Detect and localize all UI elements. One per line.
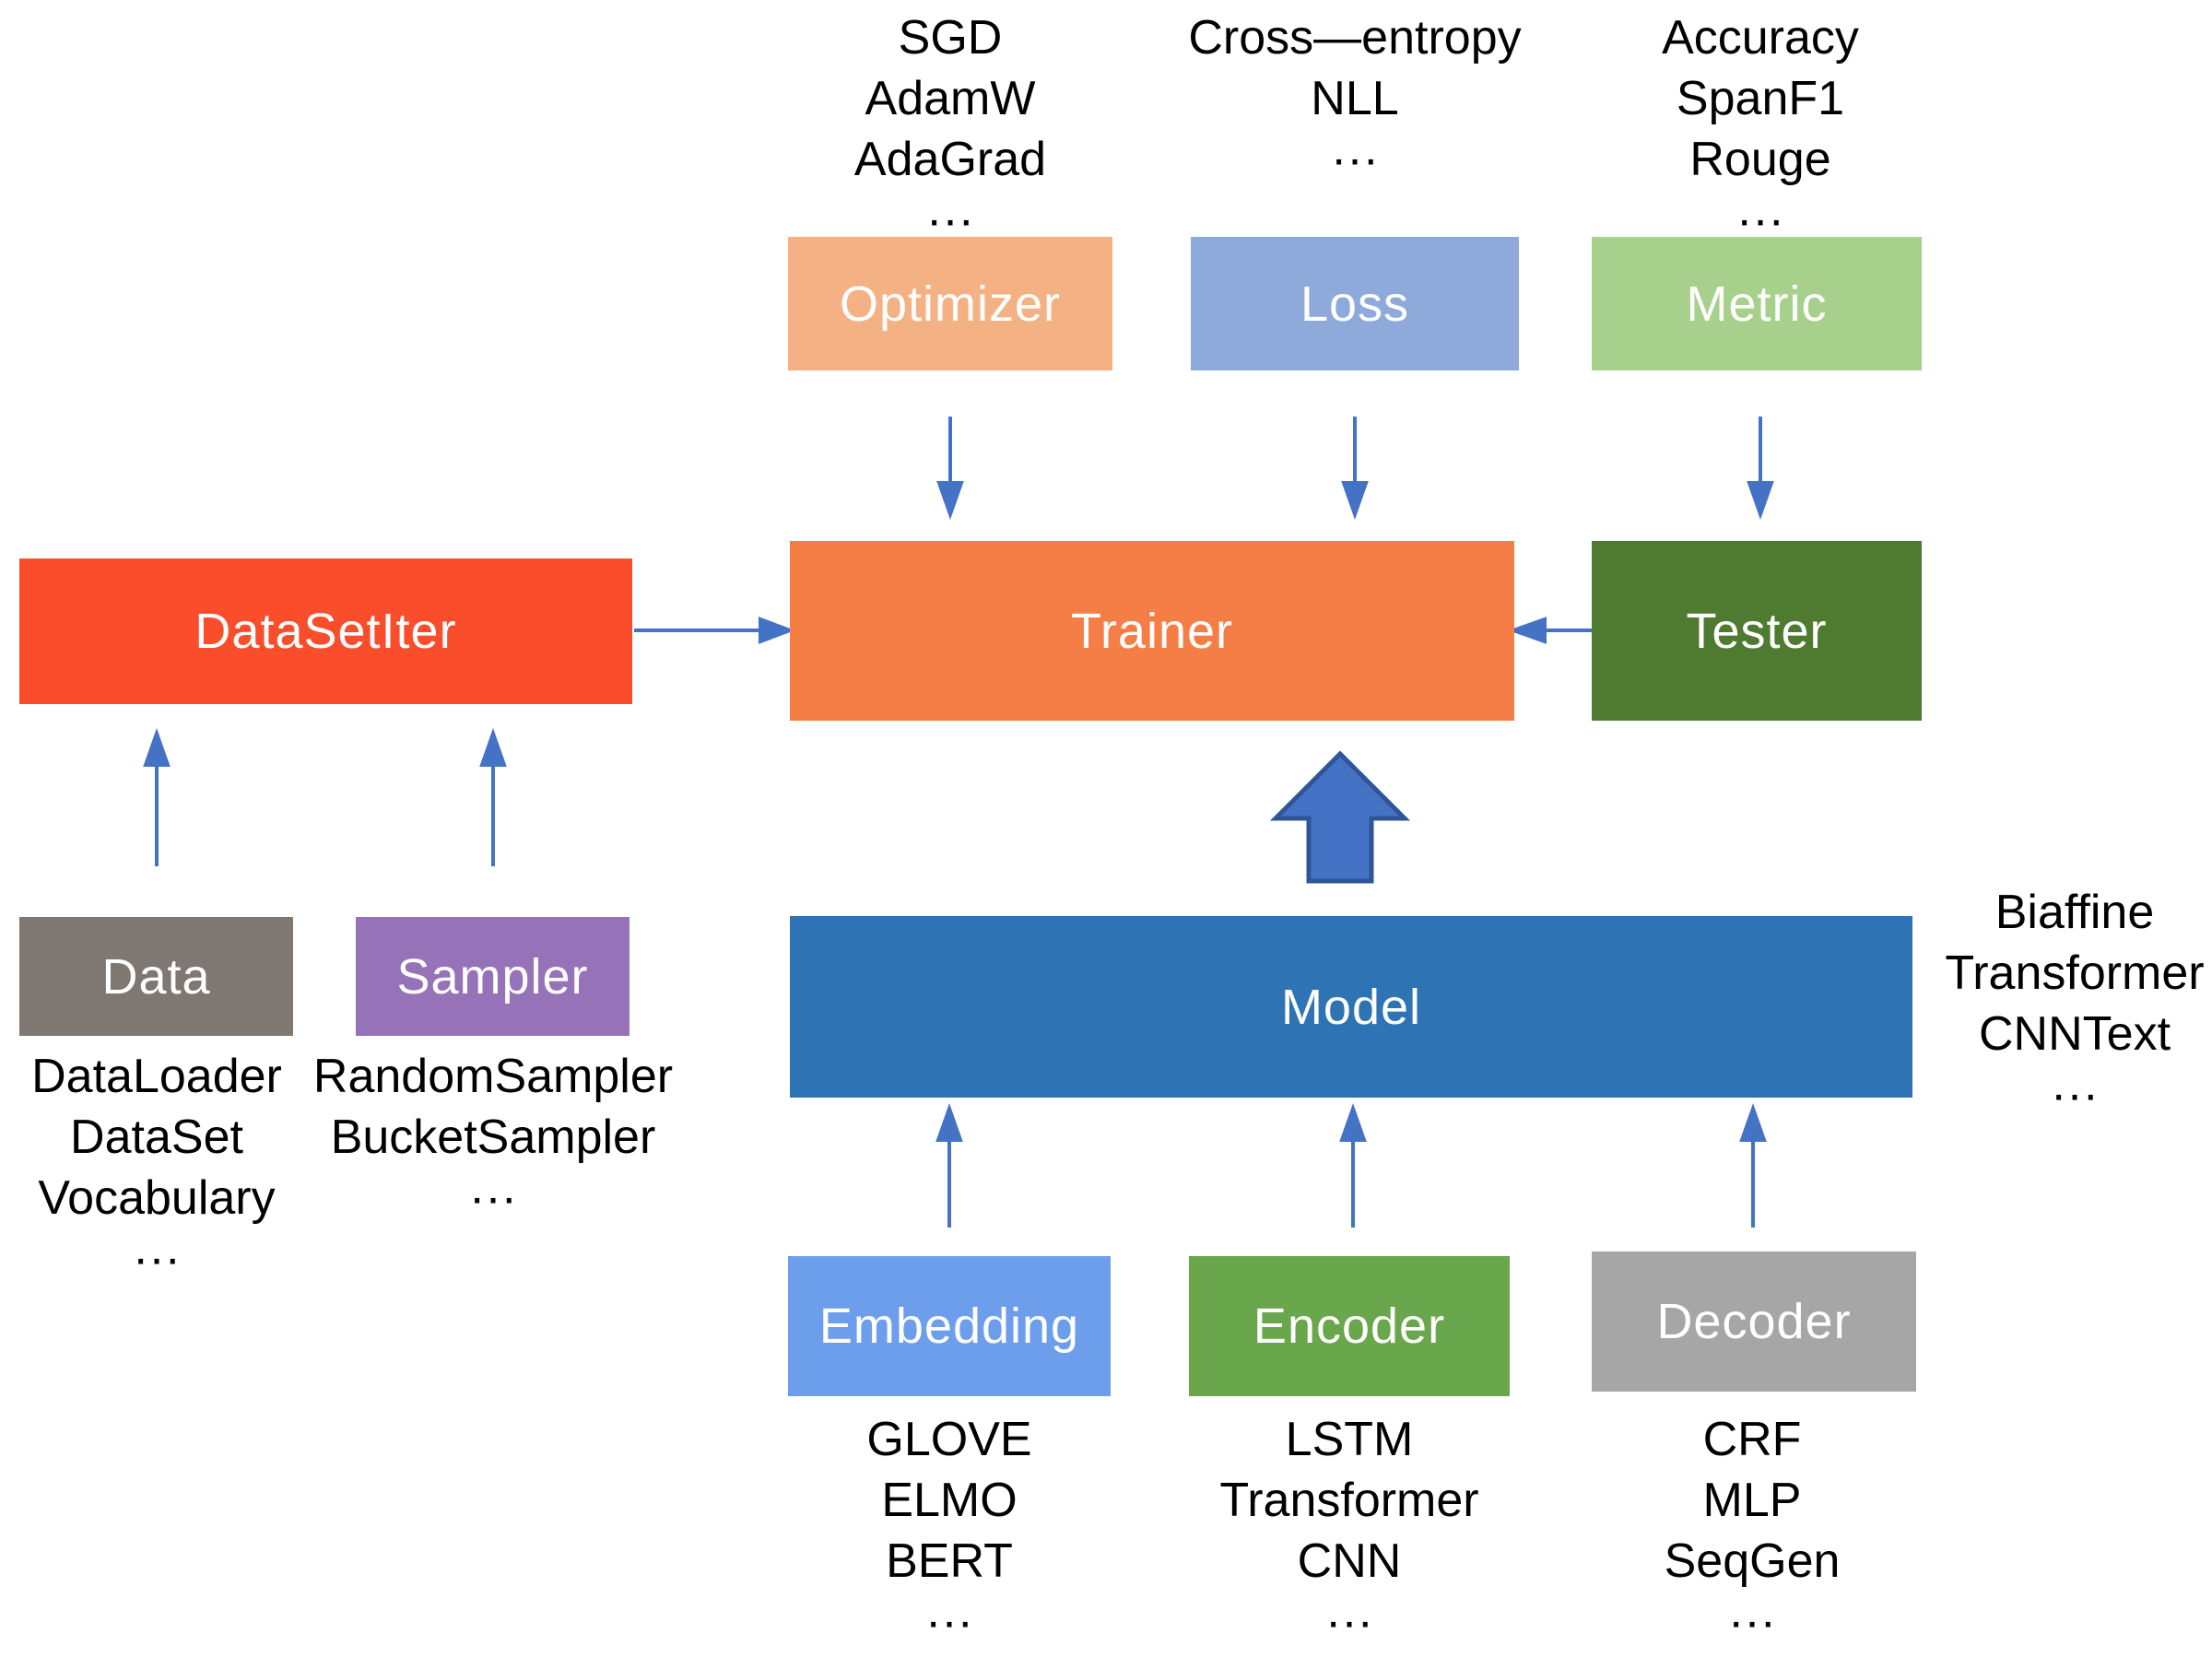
metric-items: Accuracy SpanF1 Rouge ···	[1576, 7, 1945, 251]
list-item: SGD	[898, 11, 1003, 65]
list-item: Accuracy	[1662, 11, 1859, 65]
embedding-label: Embedding	[818, 1299, 1080, 1354]
list-item: AdaGrad	[853, 133, 1047, 186]
model-items: Biaffine Transformer CNNText ···	[1909, 882, 2212, 1125]
sampler-items: RandomSampler BucketSampler ···	[295, 1046, 691, 1228]
arrowhead-loss-to-trainer	[1341, 481, 1369, 521]
list-item: Biaffine	[1994, 886, 2155, 939]
arrowhead-metric-to-tester	[1747, 481, 1774, 521]
loss-items: Cross—entropy NLL ···	[1171, 7, 1539, 190]
arrowhead-data-to-datasetiter	[143, 727, 171, 767]
list-item: Cross—entropy	[1188, 11, 1522, 65]
list-item: Transformer	[1219, 1474, 1479, 1527]
decoder-box: Decoder	[1592, 1252, 1916, 1392]
list-item: SeqGen	[1664, 1534, 1841, 1588]
trainer-label: Trainer	[1070, 603, 1234, 659]
list-item: SpanF1	[1676, 72, 1845, 125]
list-item: NLL	[1311, 72, 1399, 125]
metric-label: Metric	[1686, 276, 1828, 332]
arrowhead-embedding-to-model	[935, 1102, 963, 1142]
embedding-box: Embedding	[788, 1256, 1111, 1396]
list-item: ELMO	[881, 1474, 1018, 1527]
list-item: RandomSampler	[312, 1050, 674, 1103]
arrowhead-tester-to-trainer	[1507, 617, 1547, 644]
loss-box: Loss	[1191, 237, 1519, 370]
list-item: CRF	[1702, 1413, 1802, 1466]
tester-box: Tester	[1592, 541, 1922, 721]
arrowhead-sampler-to-datasetiter	[479, 727, 507, 767]
arrowhead-decoder-to-model	[1739, 1102, 1767, 1142]
ellipsis: ···	[2051, 1068, 2099, 1122]
optimizer-items: SGD AdamW AdaGrad ···	[766, 7, 1135, 251]
arrowhead-encoder-to-model	[1339, 1102, 1367, 1142]
ellipsis: ···	[469, 1171, 517, 1225]
ellipsis: ···	[925, 1595, 973, 1649]
list-item: Transformer	[1945, 946, 2205, 1000]
encoder-items: LSTM Transformer CNN ···	[1165, 1409, 1534, 1652]
data-label: Data	[101, 948, 211, 1005]
block-arrow-model-to-trainer	[1269, 750, 1411, 884]
decoder-label: Decoder	[1656, 1294, 1852, 1349]
list-item: BucketSampler	[330, 1111, 656, 1164]
list-item: LSTM	[1285, 1413, 1414, 1466]
list-item: GLOVE	[866, 1413, 1032, 1466]
ellipsis: ···	[1325, 1595, 1373, 1649]
list-item: Rouge	[1689, 133, 1831, 186]
encoder-label: Encoder	[1253, 1299, 1446, 1354]
model-label: Model	[1280, 979, 1422, 1035]
ellipsis: ···	[1331, 133, 1379, 186]
encoder-box: Encoder	[1189, 1256, 1510, 1396]
sampler-label: Sampler	[396, 948, 589, 1005]
sampler-box: Sampler	[356, 917, 629, 1036]
datasetiter-label: DataSetIter	[194, 604, 457, 659]
list-item: DataSet	[70, 1111, 243, 1164]
optimizer-box: Optimizer	[788, 237, 1112, 370]
tester-label: Tester	[1686, 603, 1828, 659]
arrowhead-datasetiter-to-trainer	[759, 617, 795, 644]
model-box: Model	[790, 916, 1912, 1098]
list-item: DataLoader	[31, 1050, 282, 1103]
list-item: MLP	[1702, 1474, 1802, 1527]
loss-label: Loss	[1300, 276, 1410, 332]
arrowhead-optimizer-to-trainer	[936, 481, 964, 521]
data-box: Data	[19, 917, 293, 1036]
metric-box: Metric	[1592, 237, 1922, 370]
list-item: CNN	[1297, 1534, 1402, 1588]
datasetiter-box: DataSetIter	[19, 558, 632, 704]
data-items: DataLoader DataSet Vocabulary ···	[0, 1046, 313, 1289]
ellipsis: ···	[133, 1232, 181, 1286]
trainer-box: Trainer	[790, 541, 1514, 721]
list-item: CNNText	[1978, 1007, 2171, 1061]
list-item: AdamW	[865, 72, 1036, 125]
optimizer-label: Optimizer	[839, 276, 1062, 332]
decoder-items: CRF MLP SeqGen ···	[1568, 1409, 1936, 1652]
embedding-items: GLOVE ELMO BERT ···	[765, 1409, 1134, 1652]
ellipsis: ···	[1728, 1595, 1776, 1649]
list-item: Vocabulary	[38, 1171, 276, 1225]
list-item: BERT	[886, 1534, 1013, 1588]
